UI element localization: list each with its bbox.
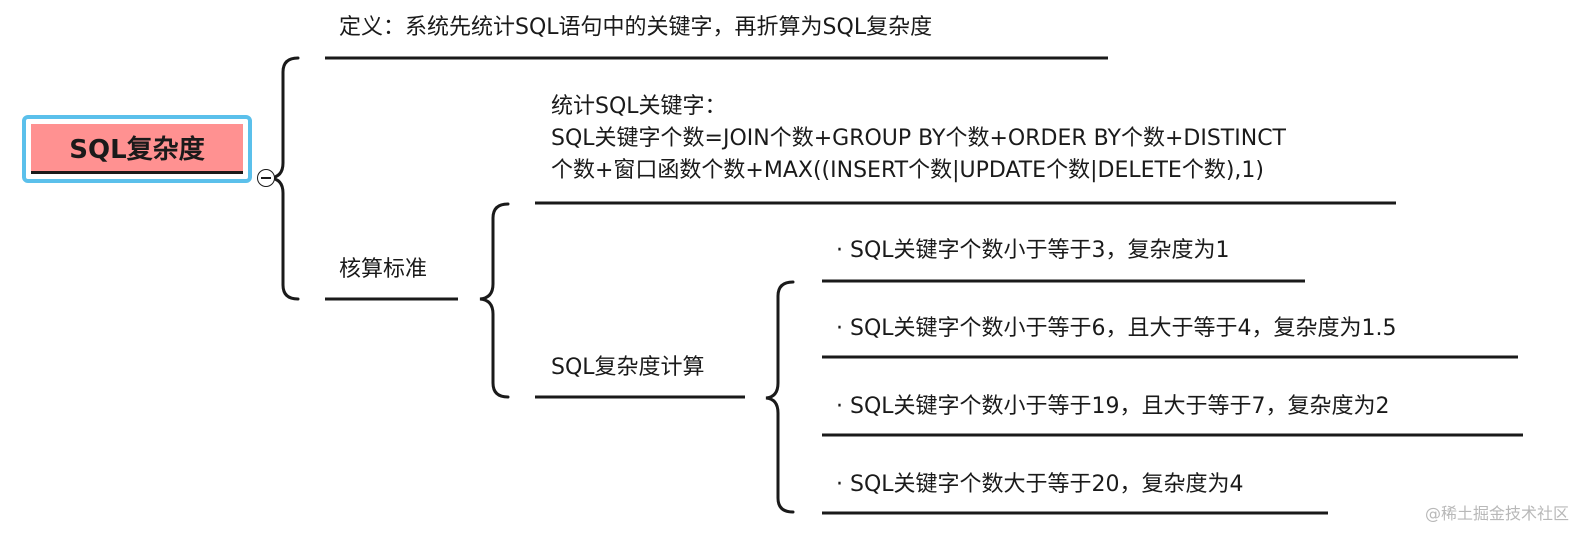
watermark: @稀土掘金技术社区 [1424, 504, 1569, 523]
keyword-count-node[interactable]: 统计SQL关键字： SQL关键字个数=JOIN个数+GROUP BY个数+ORD… [551, 91, 1286, 187]
keyword-count-line-2: SQL关键字个数=JOIN个数+GROUP BY个数+ORDER BY个数+DI… [551, 126, 1286, 151]
rule-node-4[interactable]: · SQL关键字个数大于等于20，复杂度为4 [836, 472, 1244, 497]
keyword-count-line-3: 个数+窗口函数个数+MAX((INSERT个数|UPDATE个数|DELETE个… [551, 158, 1264, 183]
standard-brace [479, 202, 510, 399]
root-node-fill: SQL复杂度 [31, 124, 243, 174]
calculation-brace [765, 280, 795, 514]
collapse-toggle-icon[interactable] [257, 169, 275, 187]
rule-node-3[interactable]: · SQL关键字个数小于等于19，且大于等于7，复杂度为2 [836, 394, 1390, 419]
rule-node-1[interactable]: · SQL关键字个数小于等于3，复杂度为1 [836, 238, 1230, 263]
definition-node[interactable]: 定义：系统先统计SQL语句中的关键字，再折算为SQL复杂度 [339, 15, 933, 40]
standard-node[interactable]: 核算标准 [339, 257, 428, 282]
root-node[interactable]: SQL复杂度 [22, 115, 252, 183]
keyword-count-line-1: 统计SQL关键字： [551, 94, 727, 119]
calculation-node[interactable]: SQL复杂度计算 [551, 355, 705, 380]
root-node-label: SQL复杂度 [69, 135, 205, 165]
rule-node-2[interactable]: · SQL关键字个数小于等于6，且大于等于4，复杂度为1.5 [836, 316, 1397, 341]
